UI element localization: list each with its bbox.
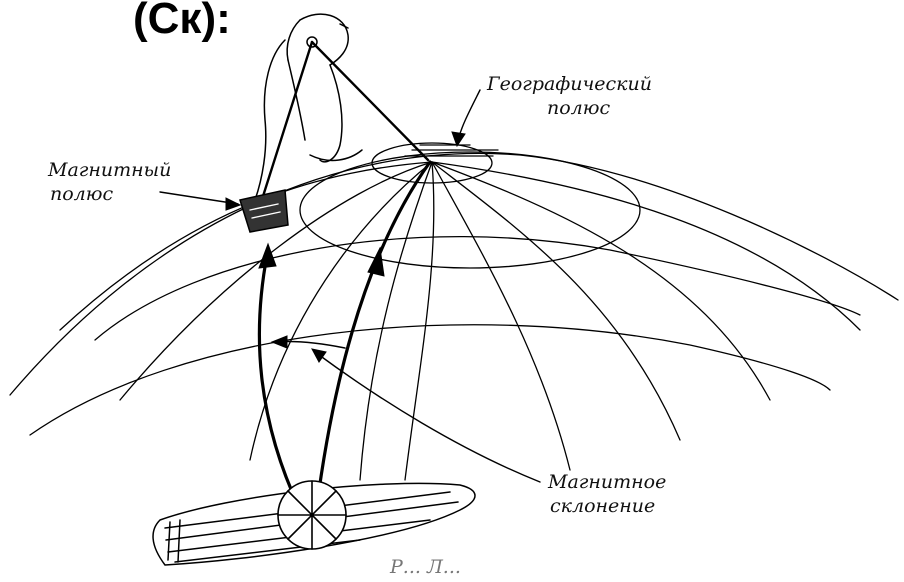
- geo-pole-label-line1: Географический: [487, 72, 652, 96]
- magnetic-pole-block: [240, 190, 288, 232]
- meridian-4: [405, 162, 434, 480]
- latitude-ring-4: [30, 325, 830, 435]
- bottom-fragment-text: Р... Л...: [390, 555, 461, 579]
- declination-leader: [315, 352, 540, 482]
- meridian-7: [432, 162, 770, 400]
- declination-label: Магнитное склонение: [548, 470, 666, 518]
- mag-pole-label-line2: полюс: [48, 182, 171, 206]
- magnetic-pole-label: Магнитный полюс: [48, 158, 171, 206]
- declination-label-line1: Магнитное: [548, 470, 666, 494]
- declination-arrowhead: [272, 336, 287, 348]
- meridian-6: [432, 162, 680, 440]
- declination-label-line2: склонение: [548, 494, 666, 518]
- geographic-pole-label: Географический полюс: [487, 72, 652, 120]
- meridian-5: [432, 162, 570, 470]
- magnetic-meridian: [259, 250, 305, 520]
- geo-pole-leader: [458, 90, 480, 140]
- bear-rod: [312, 42, 428, 160]
- mag-pole-label-line1: Магнитный: [48, 158, 171, 182]
- page-title: (Ск):: [133, 0, 231, 44]
- true-meridian: [315, 162, 430, 520]
- meridian-3: [360, 162, 432, 480]
- geo-pole-label-line2: полюс: [487, 96, 652, 120]
- mag-pole-leader-head: [226, 198, 240, 210]
- compass: [278, 481, 346, 549]
- declination-leader-head: [312, 349, 326, 362]
- magnetic-arrowhead: [259, 244, 276, 268]
